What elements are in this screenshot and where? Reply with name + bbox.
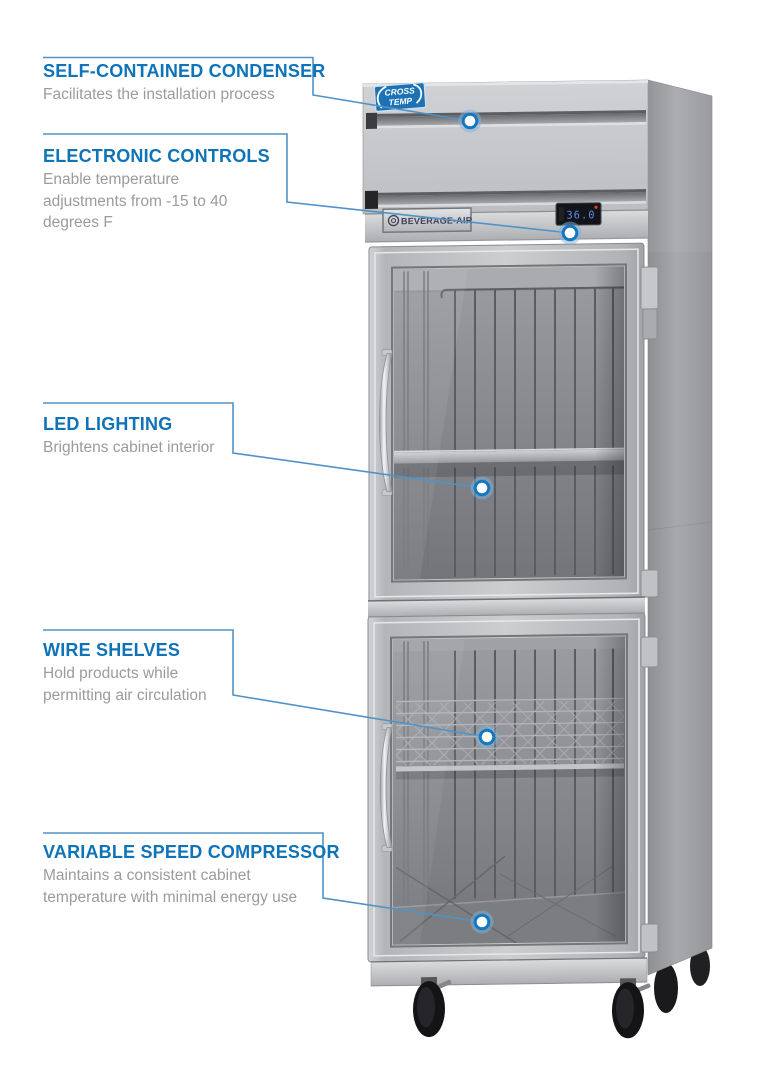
caster-front-right [612, 978, 651, 1039]
hinge [640, 923, 659, 953]
rear-caster [654, 946, 710, 1013]
hotspot-self-contained-condenser [458, 109, 482, 133]
brand-plate: BEVERAGE-AIR [382, 207, 473, 233]
callout-leader-lines [43, 56, 571, 923]
caster-front-left [413, 976, 452, 1038]
brand-label: BEVERAGE-AIR [401, 215, 473, 226]
hotspot-markers [458, 109, 582, 934]
hotspot-led-lighting [470, 476, 494, 500]
leader-line-wire-shelves [43, 629, 488, 738]
upper-door-handle [379, 349, 393, 497]
lower-cabinet-interior [393, 636, 625, 945]
callout-self-contained-condenser: SELF-CONTAINED CONDENSER Facilitates the… [43, 61, 325, 106]
cabinet-side-panel [647, 79, 713, 976]
cabinet-floor [393, 855, 625, 945]
upper-cabinet-interior [394, 266, 624, 580]
hinge [642, 308, 658, 340]
callout-title: ELECTRONIC CONTROLS [43, 146, 270, 166]
temperature-display: 36.0 [555, 202, 602, 226]
display-indicator-light [594, 205, 598, 209]
hinge [640, 266, 659, 310]
callout-wire-shelves: WIRE SHELVES Hold products while permitt… [43, 640, 223, 706]
lower-door-handle [379, 723, 393, 853]
upper-glass-door [368, 242, 659, 604]
leader-line-self-contained-condenser [43, 56, 471, 122]
badge-line1: CROSS [384, 85, 415, 98]
leader-line-variable-speed-compressor [43, 832, 483, 923]
callout-title: VARIABLE SPEED COMPRESSOR [43, 842, 340, 862]
base-frame [370, 957, 648, 987]
lower-glass-door [367, 612, 659, 963]
callout-description: Hold products while permitting air circu… [43, 665, 207, 704]
brand-emblem-icon [387, 214, 400, 227]
hotspot-variable-speed-compressor [470, 910, 494, 934]
callout-description: Maintains a consistent cabinet temperatu… [43, 867, 298, 906]
callout-title: WIRE SHELVES [43, 640, 181, 660]
hotspot-electronic-controls [558, 221, 582, 245]
callout-electronic-controls: ELECTRONIC CONTROLS Enable temperature a… [43, 146, 270, 234]
callout-description: Brightens cabinet interior [43, 439, 215, 456]
hinge [640, 569, 659, 598]
badge-line2: TEMP [388, 95, 413, 107]
callout-variable-speed-compressor: VARIABLE SPEED COMPRESSOR Maintains a co… [43, 842, 340, 908]
cabinet-front: CROSS TEMP BEVERAGE-AIR 36.0 [362, 79, 659, 1039]
upper-wire-shelf [394, 447, 624, 478]
callout-title: LED LIGHTING [43, 414, 173, 434]
hinge [640, 636, 659, 668]
condenser-section: CROSS TEMP [362, 79, 649, 215]
leader-line-electronic-controls [43, 133, 571, 234]
callout-description: Facilitates the installation process [43, 86, 275, 103]
leader-line-led-lighting [43, 402, 483, 489]
display-value: 36.0 [566, 209, 595, 221]
hotspot-wire-shelves [475, 725, 499, 749]
callout-led-lighting: LED LIGHTING Brightens cabinet interior [43, 414, 214, 459]
lower-wire-shelf [396, 697, 624, 780]
callout-description: Enable temperature adjustments from -15 … [43, 171, 228, 231]
callout-title: SELF-CONTAINED CONDENSER [43, 61, 326, 81]
